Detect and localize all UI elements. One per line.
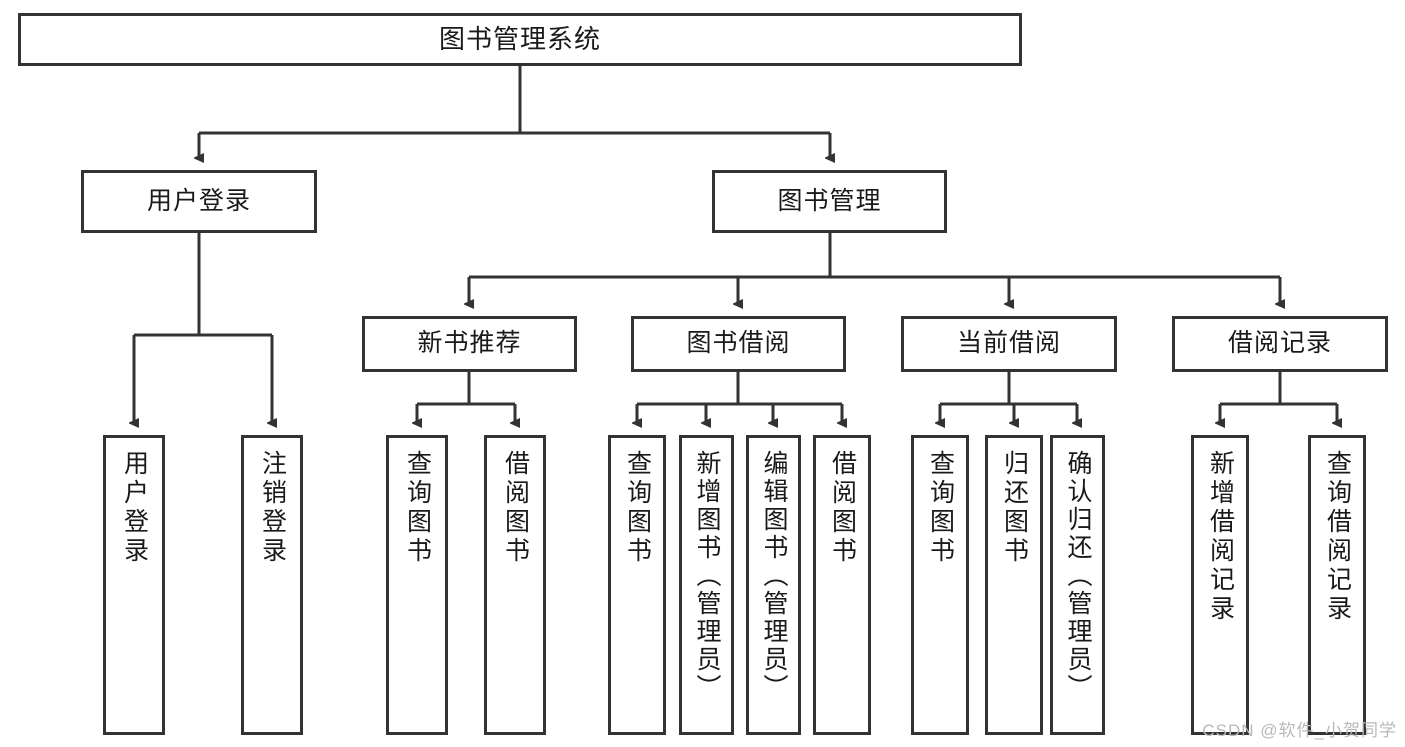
- node-current-borrow-label: 当前借阅: [956, 329, 1061, 358]
- node-leaf-user-logout-label: 注销登录: [258, 450, 287, 566]
- node-user-login-label: 用户登录: [146, 186, 251, 215]
- node-root[interactable]: 图书管理系统: [18, 13, 1022, 66]
- node-leaf-return-book[interactable]: 归还图书: [985, 435, 1043, 735]
- node-leaf-query-borrow-record-label: 查询借阅记录: [1323, 450, 1352, 624]
- node-leaf-query-book-2-label: 查询图书: [623, 450, 652, 566]
- node-leaf-query-book-1-label: 查询图书: [403, 450, 432, 566]
- node-borrow-record[interactable]: 借阅记录: [1172, 316, 1388, 372]
- node-leaf-query-book-2[interactable]: 查询图书: [608, 435, 666, 735]
- node-book-management[interactable]: 图书管理: [712, 170, 947, 233]
- node-leaf-query-book-1[interactable]: 查询图书: [386, 435, 448, 735]
- node-leaf-query-book-3-label: 查询图书: [926, 450, 955, 566]
- node-leaf-return-book-label: 归还图书: [1000, 450, 1029, 566]
- node-borrow-record-label: 借阅记录: [1227, 329, 1332, 358]
- node-leaf-user-login-label: 用户登录: [120, 450, 149, 566]
- node-leaf-add-borrow-record-label: 新增借阅记录: [1206, 450, 1235, 624]
- node-new-book-recommend[interactable]: 新书推荐: [362, 316, 577, 372]
- node-leaf-add-borrow-record[interactable]: 新增借阅记录: [1191, 435, 1249, 735]
- node-leaf-borrow-book-2-label: 借阅图书: [828, 450, 857, 566]
- node-leaf-user-login[interactable]: 用户登录: [103, 435, 165, 735]
- node-book-borrow-label: 图书借阅: [686, 329, 791, 358]
- node-leaf-borrow-book-2[interactable]: 借阅图书: [813, 435, 871, 735]
- node-leaf-borrow-book-1[interactable]: 借阅图书: [484, 435, 546, 735]
- node-leaf-confirm-return-admin-label: 确认归还（管理员）: [1064, 450, 1092, 702]
- node-leaf-edit-book-admin[interactable]: 编辑图书（管理员）: [746, 435, 801, 735]
- node-leaf-edit-book-admin-label: 编辑图书（管理员）: [760, 450, 788, 702]
- node-user-login[interactable]: 用户登录: [81, 170, 317, 233]
- node-root-label: 图书管理系统: [438, 24, 601, 55]
- node-leaf-user-logout[interactable]: 注销登录: [241, 435, 303, 735]
- node-leaf-add-book-admin-label: 新增图书（管理员）: [693, 450, 721, 702]
- node-current-borrow[interactable]: 当前借阅: [901, 316, 1117, 372]
- node-leaf-borrow-book-1-label: 借阅图书: [501, 450, 530, 566]
- node-book-management-label: 图书管理: [777, 186, 882, 215]
- node-leaf-query-book-3[interactable]: 查询图书: [911, 435, 969, 735]
- node-new-book-recommend-label: 新书推荐: [417, 329, 522, 358]
- node-leaf-add-book-admin[interactable]: 新增图书（管理员）: [679, 435, 734, 735]
- node-leaf-query-borrow-record[interactable]: 查询借阅记录: [1308, 435, 1366, 735]
- node-book-borrow[interactable]: 图书借阅: [631, 316, 846, 372]
- node-leaf-confirm-return-admin[interactable]: 确认归还（管理员）: [1050, 435, 1105, 735]
